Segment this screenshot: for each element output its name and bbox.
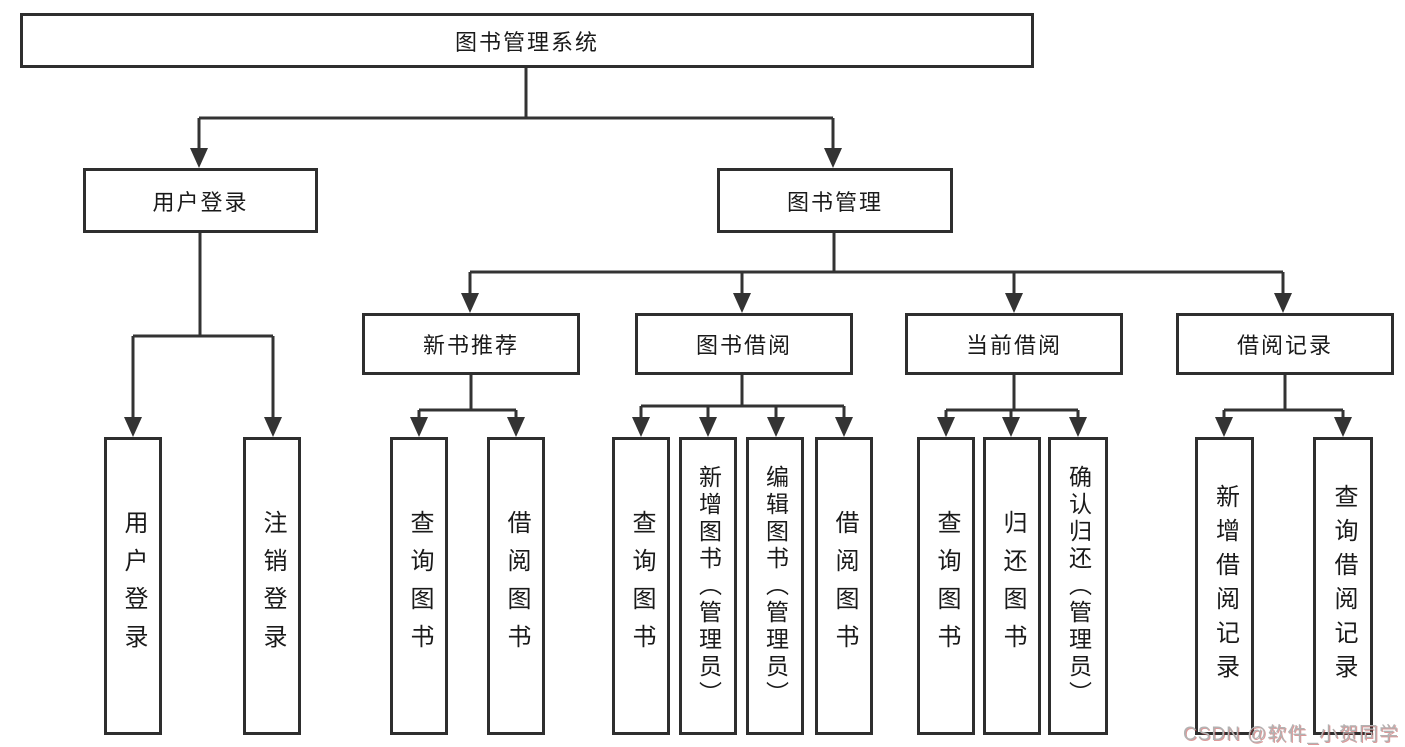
node-label: 新书推荐 (422, 333, 519, 358)
leaf-borrow-book-2: 借阅图书 (815, 437, 873, 735)
node-label: 借阅记录 (1236, 333, 1333, 358)
arrow-down-icon (124, 417, 142, 437)
leaf-query-book-3: 查询图书 (917, 437, 975, 735)
node-label: 用户登录 (152, 189, 249, 215)
leaf-edit-book-admin: 编辑图书（管理员） (746, 437, 804, 735)
node-label: 查询图书 (933, 510, 960, 662)
leaf-confirm-return-admin: 确认归还（管理员） (1048, 437, 1108, 735)
arrow-down-icon (1005, 293, 1023, 313)
leaf-add-borrow-record: 新增借阅记录 (1195, 437, 1254, 735)
arrow-down-icon (190, 148, 208, 168)
node-label: 编辑图书（管理员） (762, 464, 789, 708)
arrow-down-icon (1274, 293, 1292, 313)
arrow-down-icon (632, 417, 650, 437)
node-current-borrow: 当前借阅 (905, 313, 1123, 375)
connector-root-to-level2 (197, 68, 835, 152)
arrow-down-icon (767, 417, 785, 437)
leaf-add-book-admin: 新增图书（管理员） (679, 437, 737, 735)
arrow-down-icon (733, 293, 751, 313)
connector-current-branch (944, 375, 1080, 421)
leaf-return-book: 归还图书 (983, 437, 1041, 735)
leaf-borrow-book-1: 借阅图书 (487, 437, 545, 735)
csdn-watermark: CSDN @软件_小贺同学 (1183, 724, 1399, 745)
arrow-down-icon (1215, 417, 1233, 437)
node-label: 查询借阅记录 (1330, 484, 1357, 688)
node-label: 用户登录 (120, 510, 147, 662)
node-label: 归还图书 (999, 510, 1026, 662)
leaf-query-book-1: 查询图书 (390, 437, 448, 735)
arrow-down-icon (1334, 417, 1352, 437)
connector-login-branch (131, 233, 275, 421)
node-book-borrow: 图书借阅 (635, 313, 853, 375)
node-label: 借阅图书 (503, 510, 530, 662)
node-user-login: 用户登录 (83, 168, 318, 233)
leaf-logout: 注销登录 (243, 437, 301, 735)
node-label: 图书借阅 (695, 333, 792, 358)
node-borrow-record: 借阅记录 (1176, 313, 1394, 375)
arrow-down-icon (1069, 417, 1087, 437)
node-label: 当前借阅 (965, 333, 1062, 358)
arrow-down-icon (507, 417, 525, 437)
node-label: 确认归还（管理员） (1065, 464, 1092, 708)
node-label: 借阅图书 (831, 510, 858, 662)
leaf-query-book-2: 查询图书 (612, 437, 670, 735)
connector-record-branch (1222, 375, 1345, 421)
arrow-down-icon (1002, 417, 1020, 437)
arrow-down-icon (824, 148, 842, 168)
node-label: 新增图书（管理员） (695, 464, 722, 708)
node-label: 新增借阅记录 (1211, 484, 1239, 688)
leaf-user-login: 用户登录 (104, 437, 162, 735)
connector-recommend-branch (417, 375, 518, 421)
node-label: 图书管理系统 (454, 29, 599, 55)
node-root-system: 图书管理系统 (20, 13, 1034, 68)
arrow-down-icon (835, 417, 853, 437)
node-book-management: 图书管理 (717, 168, 953, 233)
arrow-down-icon (461, 293, 479, 313)
arrow-down-icon (937, 417, 955, 437)
node-label: 图书管理 (786, 189, 883, 215)
arrow-down-icon (699, 417, 717, 437)
leaf-query-borrow-record: 查询借阅记录 (1313, 437, 1373, 735)
connector-borrow-branch (639, 375, 846, 421)
node-label: 查询图书 (628, 510, 655, 662)
node-label: 查询图书 (406, 510, 433, 662)
node-label: 注销登录 (259, 510, 286, 662)
arrow-down-icon (410, 417, 428, 437)
node-new-book-recommend: 新书推荐 (362, 313, 580, 375)
connector-mgmt-branch (468, 233, 1285, 297)
arrow-down-icon (264, 417, 282, 437)
